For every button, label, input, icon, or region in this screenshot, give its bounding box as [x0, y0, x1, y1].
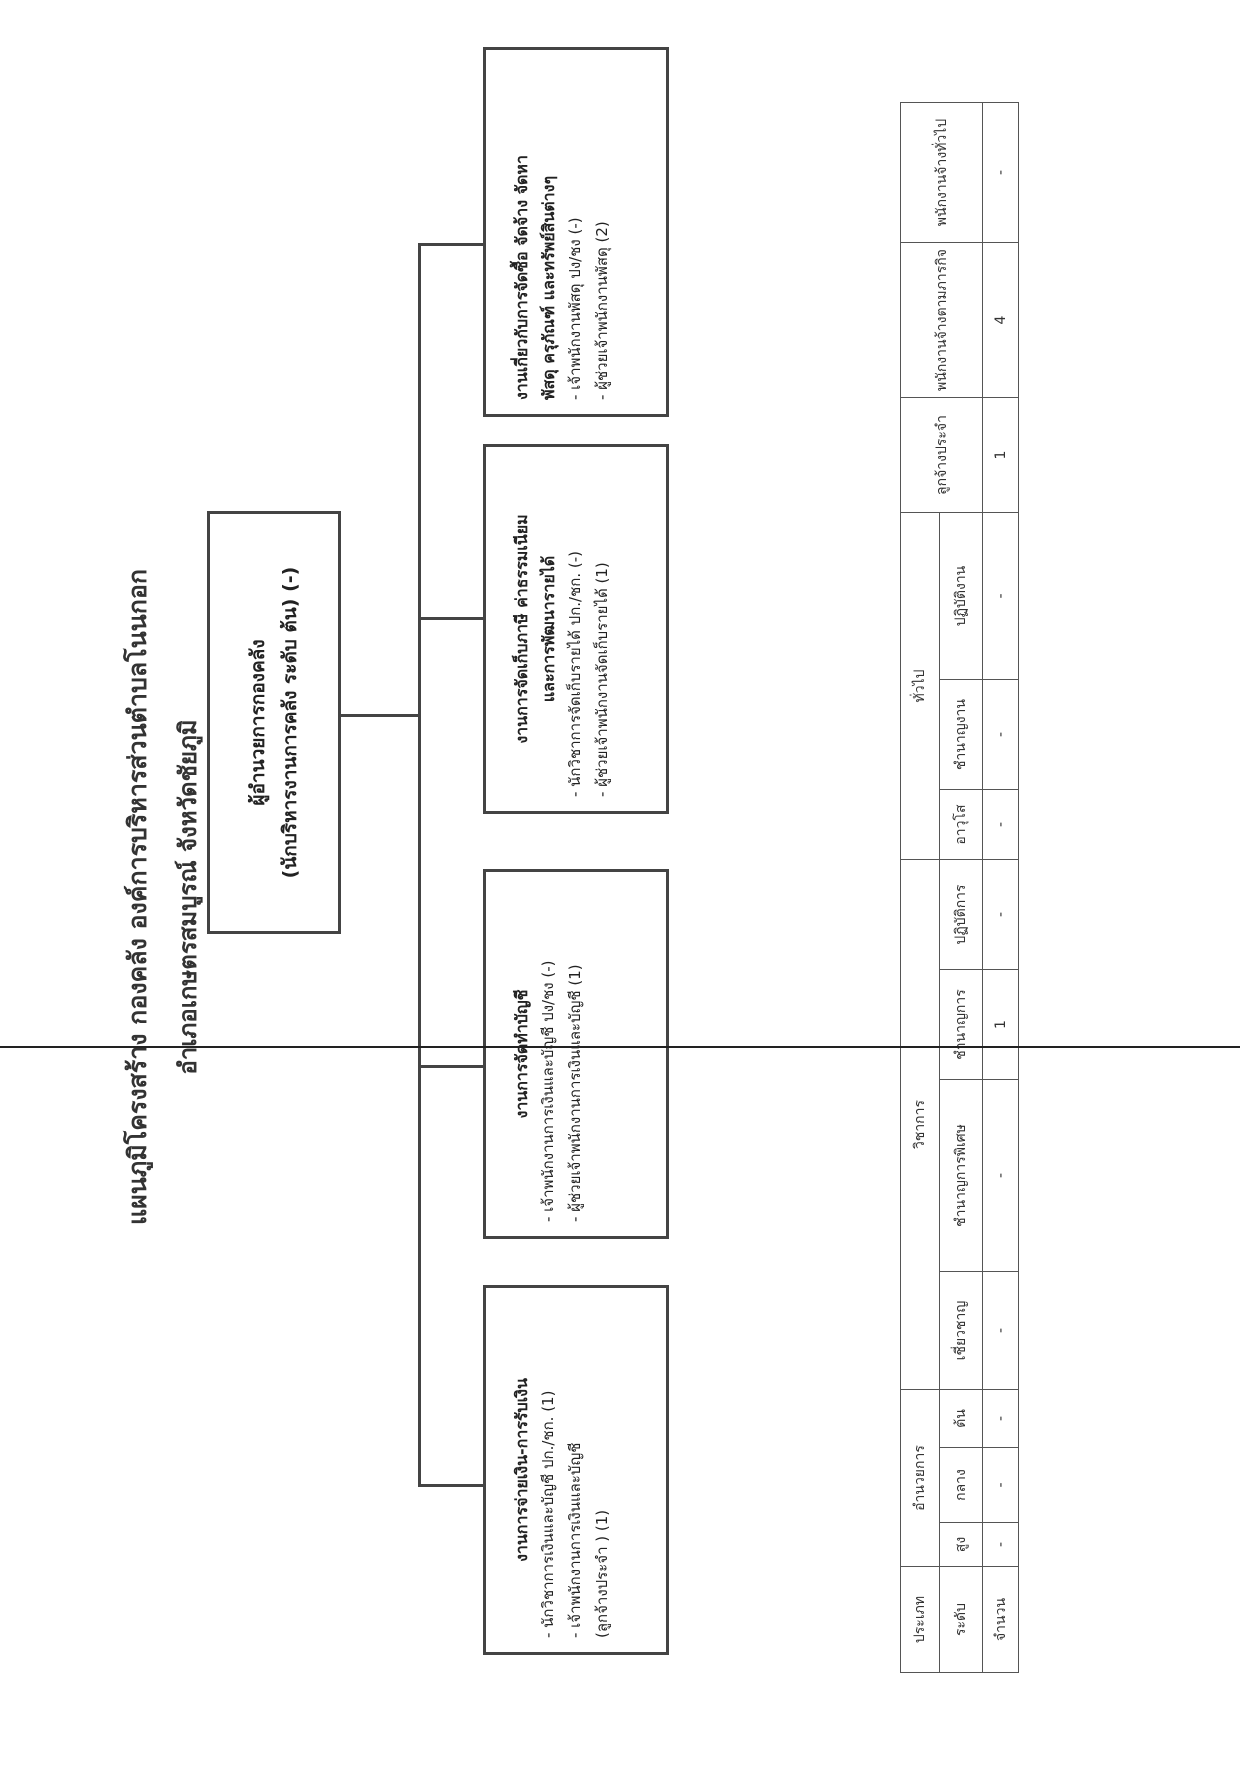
unit-box-procurement: งานเกี่ยวกับการจัดซื้อ จัดจ้าง จัดหา พัส…: [483, 47, 669, 417]
count-cell: -: [982, 789, 1019, 860]
other-header: พนักงานจ้างตามภารกิจ: [900, 242, 983, 398]
unit-item: - นักวิชาการจัดเก็บรายได้ ปก./ชก. (-): [566, 550, 584, 797]
count-cell: -: [982, 1389, 1019, 1448]
count-cell: -: [982, 1522, 1019, 1567]
unit-item: - ผู้ช่วยเจ้าพนักงานพัสดุ (2): [593, 221, 611, 400]
unit-item: - ผู้ช่วยเจ้าพนักงานจัดเก็บรายได้ (1): [593, 562, 611, 797]
type-header: ประเภท: [900, 1566, 940, 1673]
count-cell: -: [982, 1447, 1019, 1523]
chart-subtitle: อำเภอเกษตรสมบูรณ์ จังหวัดชัยภูมิ: [174, 719, 202, 1075]
chart-title: แผนภูมิโครงสร้าง กองคลัง องค์การบริหารส่…: [123, 568, 152, 1226]
group-header: ทั่วไป: [900, 512, 940, 860]
level-cell: อาวุโส: [939, 789, 983, 860]
count-cell: 4: [982, 242, 1019, 398]
level-header: ระดับ: [939, 1566, 983, 1673]
unit-box-revenue: งานการจัดเก็บภาษี ค่าธรรมเนียม และการพัฒ…: [483, 444, 669, 814]
level-cell: กลาง: [939, 1447, 983, 1523]
unit-title: งานเกี่ยวกับการจัดซื้อ จัดจ้าง จัดหา: [512, 155, 531, 400]
count-header: จำนวน: [982, 1566, 1019, 1673]
count-cell: -: [982, 102, 1019, 243]
staff-summary-table: ประเภท อำนวยการ วิชาการ ทั่วไป ลูกจ้างปร…: [900, 102, 1019, 1673]
connector-unit-4: [418, 243, 484, 246]
unit-title: งานการจัดเก็บภาษี ค่าธรรมเนียม: [512, 514, 531, 744]
connector-unit-1: [418, 1484, 484, 1487]
director-level: (นักบริหารงานการคลัง ระดับ ต้น) (-): [279, 566, 301, 879]
unit-item: (ลูกจ้างประจำ ) (1): [593, 1509, 611, 1638]
connector-unit-2: [418, 1065, 484, 1068]
unit-item: - ผู้ช่วยเจ้าพนักงานการเงินและบัญชี (1): [566, 964, 584, 1222]
unit-item: - เจ้าพนักงานพัสดุ ปง/ชง (-): [566, 217, 584, 400]
unit-item: - เจ้าพนักงานการเงินและบัญชี: [566, 1442, 584, 1638]
unit-item: - เจ้าพนักงานการเงินและบัญชี ปง/ชง (-): [539, 960, 557, 1222]
level-cell: ปฏิบัติงาน: [939, 512, 983, 680]
unit-title: พัสดุ ครุภัณฑ์ และทรัพย์สินต่างๆ: [539, 175, 558, 400]
level-cell: สูง: [939, 1522, 983, 1567]
unit-title: งานการจ่ายเงิน-การรับเงิน: [512, 1378, 531, 1562]
director-position: ผู้อำนวยการกองคลัง: [247, 639, 269, 806]
scan-fold-line: [0, 1046, 1240, 1048]
connector-head: [341, 714, 419, 717]
table-row: จำนวน - - - - - 1 - - - - 1 4 -: [982, 102, 1019, 1673]
connector-unit-3: [418, 617, 484, 620]
level-cell: ชำนาญงาน: [939, 679, 983, 790]
director-box: ผู้อำนวยการกองคลัง (นักบริหารงานการคลัง …: [207, 511, 341, 934]
count-cell: -: [982, 1271, 1019, 1390]
group-header: อำนวยการ: [900, 1389, 940, 1567]
connector-bus: [418, 244, 421, 1487]
unit-title: และการพัฒนารายได้: [539, 555, 558, 703]
level-cell: ชำนาญการพิเศษ: [939, 1079, 983, 1272]
level-cell: ปฏิบัติการ: [939, 859, 983, 970]
group-header: วิชาการ: [900, 859, 940, 1390]
unit-item: - นักวิชาการเงินและบัญชี ปก./ชก. (1): [539, 1390, 557, 1638]
unit-box-accounting: งานการจัดทำบัญชี - เจ้าพนักงานการเงินและ…: [483, 869, 669, 1239]
table-row: ประเภท อำนวยการ วิชาการ ทั่วไป ลูกจ้างปร…: [900, 102, 983, 1673]
other-header: ลูกจ้างประจำ: [900, 397, 983, 513]
count-cell: -: [982, 679, 1019, 790]
other-header: พนักงานจ้างทั่วไป: [900, 102, 983, 243]
count-cell: -: [982, 859, 1019, 970]
level-cell: ชำนาญการ: [939, 969, 983, 1080]
unit-title: งานการจัดทำบัญชี: [512, 989, 531, 1119]
level-cell: เชี่ยวชาญ: [939, 1271, 983, 1390]
count-cell: -: [982, 1079, 1019, 1272]
count-cell: -: [982, 512, 1019, 680]
count-cell: 1: [982, 969, 1019, 1080]
level-cell: ต้น: [939, 1389, 983, 1448]
count-cell: 1: [982, 397, 1019, 513]
unit-box-payment: งานการจ่ายเงิน-การรับเงิน - นักวิชาการเง…: [483, 1285, 669, 1655]
